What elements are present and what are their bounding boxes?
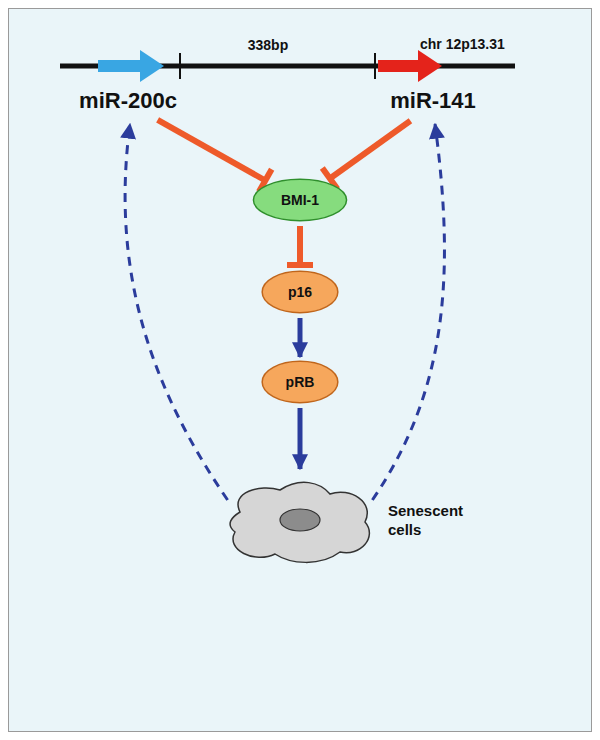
tick-mark	[179, 53, 181, 79]
gene-label: miR-141	[390, 88, 480, 116]
feedback-connector	[125, 124, 228, 500]
inhibition-line	[297, 226, 303, 265]
inhibition-bar	[287, 262, 313, 268]
gene-label: miR-200c	[79, 88, 181, 116]
inhibition-connector	[158, 120, 272, 192]
gene-name: miR-141	[390, 88, 480, 114]
cell-nucleus	[280, 509, 320, 531]
inhibition-connector	[287, 226, 313, 265]
inhibition-connector	[322, 121, 410, 189]
inhibition-line	[330, 121, 411, 179]
gene-arrow	[98, 50, 164, 82]
annotation-label: chr 12p13.31	[420, 36, 505, 52]
protein-name: p16	[288, 284, 312, 300]
dashed-curve	[372, 124, 444, 500]
dashed-curve	[125, 124, 228, 500]
oval-node: p16	[261, 270, 339, 314]
gene-arrow	[378, 50, 442, 82]
activation-connector	[300, 318, 301, 357]
cell-label: Senescent cells	[388, 502, 478, 540]
activation-arrow	[298, 318, 303, 357]
oval-node: BMI-1	[252, 178, 348, 222]
gene-name: miR-200c	[79, 88, 181, 114]
activation-connector	[300, 408, 301, 469]
annotation-label: 338bp	[248, 37, 288, 53]
protein-name: pRB	[286, 374, 315, 390]
oval-outline	[253, 179, 346, 220]
feedback-connector	[372, 124, 444, 500]
cell-illustration	[220, 472, 380, 572]
cell-body	[230, 482, 369, 562]
cell-node: Senescent cells	[220, 472, 380, 572]
tick-mark	[374, 53, 376, 79]
inhibition-line	[158, 120, 266, 181]
activation-arrow	[298, 408, 303, 469]
oval-node: pRB	[261, 360, 339, 404]
protein-name: BMI-1	[281, 192, 319, 208]
oval-outline	[262, 361, 338, 402]
oval-outline	[262, 271, 338, 312]
